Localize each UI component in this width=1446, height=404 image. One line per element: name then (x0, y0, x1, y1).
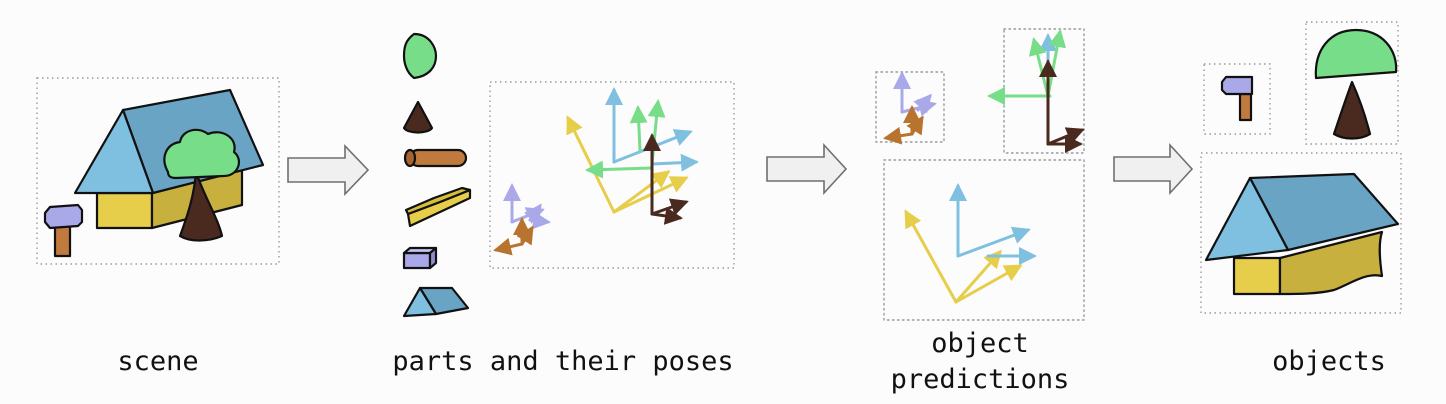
plank-part-icon (404, 186, 472, 228)
flow-arrow-icon (287, 144, 370, 196)
caption-object-predictions-line1: object (931, 328, 1029, 359)
flow-arrow-icon (1113, 142, 1194, 196)
prediction-frame-house (883, 159, 1085, 321)
log-part-icon (403, 148, 468, 168)
house-icon (1204, 172, 1400, 296)
caption-parts: parts and their poses (392, 346, 734, 377)
scene-frame (36, 77, 280, 265)
prism-part-icon (402, 286, 470, 318)
half-circle-part-icon (402, 32, 438, 80)
tree-icon (1314, 28, 1398, 140)
parts-column (402, 32, 472, 318)
object-frame-house (1200, 152, 1402, 314)
hammer-icon (1220, 75, 1254, 122)
objects-panel (1200, 21, 1402, 314)
parts-poses-panel (489, 81, 735, 269)
scene-panel (36, 77, 280, 265)
cube-part-icon (402, 246, 438, 270)
caption-object-predictions-line2: predictions (890, 364, 1070, 395)
caption-objects: objects (1272, 346, 1386, 377)
pose-axes-icon (493, 87, 699, 256)
flow-arrow-icon (766, 142, 848, 196)
prediction-frame-hammer (875, 71, 945, 143)
caption-scene: scene (117, 346, 199, 377)
hammer-icon (43, 203, 84, 258)
object-frame-hammer (1203, 63, 1271, 135)
poses-frame (489, 81, 735, 269)
tree-icon (163, 128, 241, 242)
object-frame-tree (1305, 21, 1399, 145)
object-predictions-panel (875, 28, 1085, 321)
cone-part-icon (402, 100, 434, 134)
